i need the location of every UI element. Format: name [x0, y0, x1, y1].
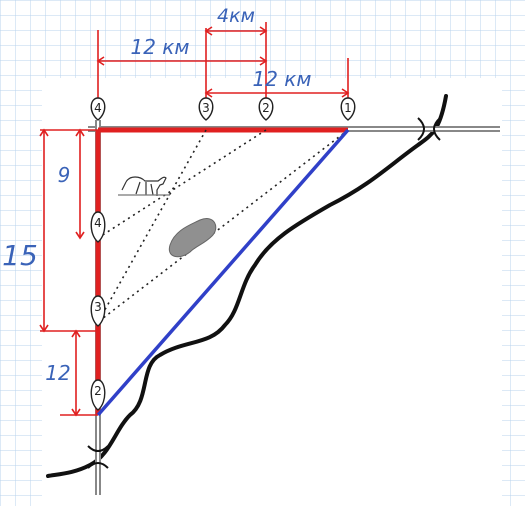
marker-top-3: 3 [198, 97, 214, 121]
marker-number: 3 [202, 101, 210, 115]
left-measurements [39, 128, 110, 417]
label-9: 9 [58, 163, 71, 187]
diagram-white-area [42, 78, 502, 506]
bridge-icon [87, 445, 109, 469]
marker-left-3: 3 [90, 295, 106, 327]
river [46, 94, 448, 478]
label-15: 15 [2, 239, 38, 272]
marker-top-1: 1 [340, 97, 356, 121]
marker-number: 4 [94, 216, 102, 230]
marker-top-2: 2 [258, 97, 274, 121]
label-12km-left: 12 км [131, 35, 190, 59]
label-12: 12 [45, 361, 70, 385]
marker-number: 3 [94, 300, 102, 314]
bridge-icon [417, 117, 441, 141]
blue-diagonal [96, 128, 350, 417]
label-4km: 4км [217, 5, 255, 27]
label-12km-right: 12 км [253, 67, 312, 91]
marker-number: 2 [262, 101, 270, 115]
marker-number: 4 [94, 101, 102, 115]
marker-number: 2 [94, 384, 102, 398]
lake-icon [168, 218, 217, 258]
dotted-lines [97, 129, 349, 323]
marker-number: 1 [344, 101, 352, 115]
marker-top-4: 4 [90, 97, 106, 121]
top-measurements [96, 22, 350, 100]
marker-left-4: 4 [90, 211, 106, 243]
marker-left-2: 2 [90, 379, 106, 411]
horse-icon [118, 176, 170, 196]
